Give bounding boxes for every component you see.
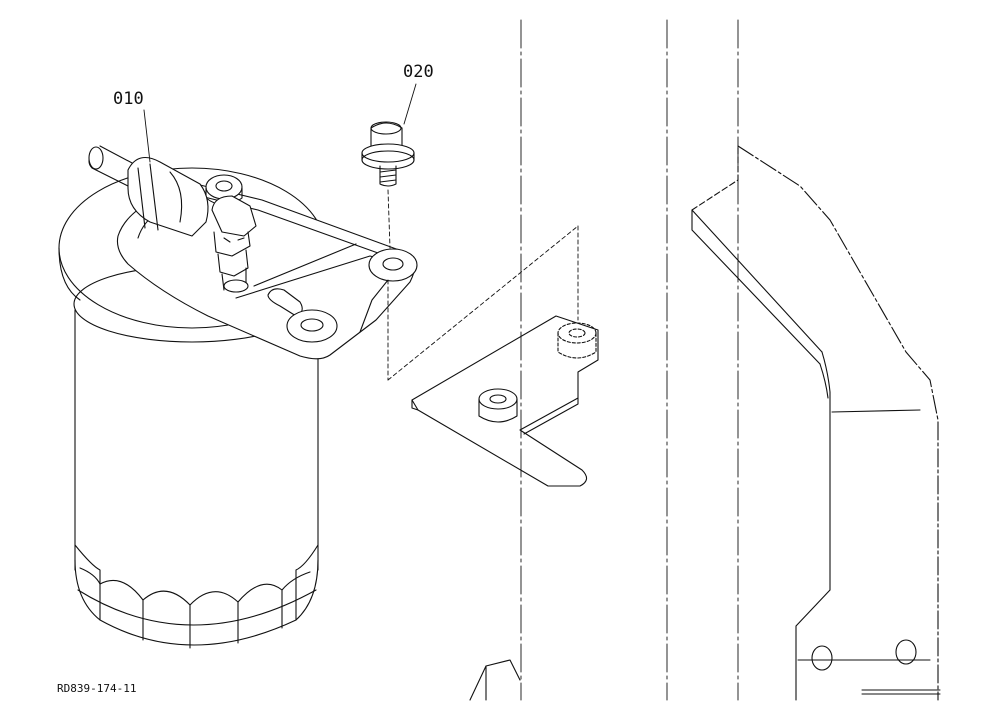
callout-leaders [144, 84, 416, 162]
mounting-hole-right [369, 249, 417, 281]
frame-bracket [692, 146, 940, 700]
callout-020: 020 [403, 62, 434, 82]
leader-020 [404, 84, 416, 124]
inlet-hose-fitting [89, 146, 208, 236]
drawing-reference-code: RD839-174-11 [57, 682, 137, 695]
assembly-guide-lines [388, 190, 578, 380]
bolt-020 [362, 122, 414, 186]
callout-010: 010 [113, 89, 144, 109]
mounting-plate [412, 316, 598, 486]
lower-partial-bracket [470, 660, 520, 700]
outlet-fitting [212, 196, 256, 292]
mounting-hole-front [287, 310, 337, 342]
leader-010 [144, 110, 150, 162]
frame-reference-lines [521, 20, 738, 700]
